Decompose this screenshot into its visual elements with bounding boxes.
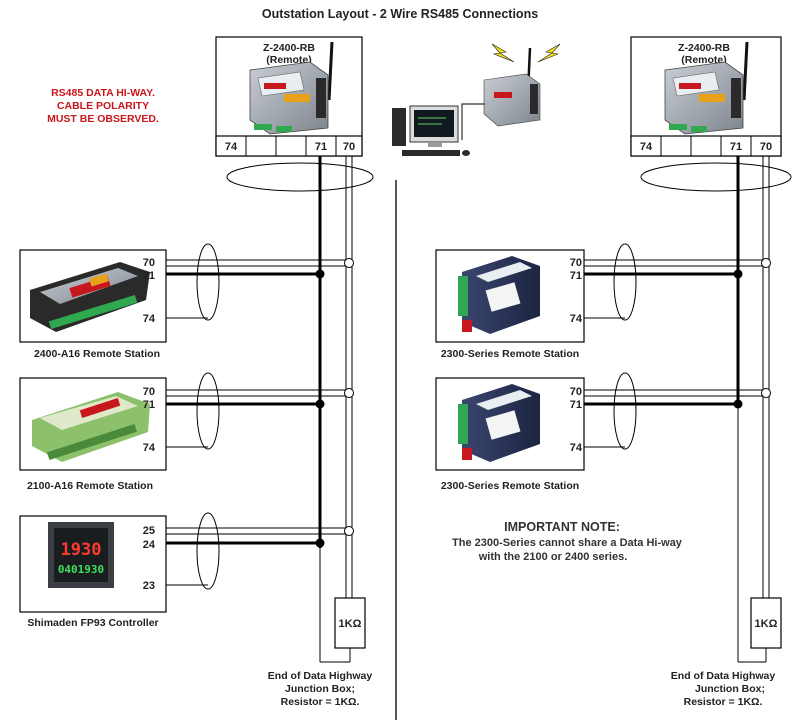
diagram-title: Outstation Layout - 2 Wire RS485 Connect…	[262, 7, 538, 21]
station-3-terminal-23: 23	[143, 580, 155, 592]
fp93-display-top: 1930	[61, 540, 102, 560]
pc-icon	[392, 105, 470, 156]
station-2-terminal-74: 74	[143, 442, 156, 454]
station-4-terminal-70: 70	[570, 257, 582, 269]
fp93-display-bottom: 0401930	[58, 563, 104, 576]
station-1-terminal-70: 70	[143, 257, 155, 269]
station-5-terminal-71: 71	[570, 399, 582, 411]
station-5-wiring	[584, 372, 771, 450]
station-1-terminal-74: 74	[143, 313, 156, 325]
station-2-terminal-71: 71	[143, 399, 155, 411]
master-left-terminal-74: 74	[225, 141, 238, 153]
z2400-device-image-right	[664, 41, 749, 135]
cable-twist-right-master	[640, 162, 792, 192]
station-3-wiring	[166, 512, 354, 590]
station-1-caption: 2400-A16 Remote Station	[34, 348, 160, 360]
end-label-right-1: End of Data Highway	[671, 670, 776, 682]
master-left-terminal-71: 71	[315, 141, 327, 153]
fp93-device-image: 1930 0401930	[48, 522, 114, 588]
2400-a16-device-image	[30, 262, 150, 332]
polarity-warning: RS485 DATA HI-WAY. CABLE POLARITY MUST B…	[47, 87, 159, 125]
warning-line-2: CABLE POLARITY	[57, 100, 149, 112]
bus-left	[318, 156, 353, 662]
2300-device-image-1	[458, 256, 540, 334]
master-left: Z-2400-RB (Remote) 74 71 70	[215, 36, 363, 157]
resistor-right-label: 1KΩ	[755, 618, 778, 630]
station-2300-series-1: 70 71 74 2300-Series Remote Station	[435, 249, 585, 360]
station-1-wiring	[166, 243, 354, 321]
station-2-terminal-70: 70	[143, 386, 155, 398]
station-4-caption: 2300-Series Remote Station	[441, 348, 579, 360]
station-2100-a16: 70 71 74 2100-A16 Remote Station	[19, 377, 167, 492]
station-5-terminal-74: 74	[570, 442, 583, 454]
resistor-left-label: 1KΩ	[339, 618, 362, 630]
z2400-device-image	[249, 41, 334, 135]
antenna-icon	[327, 41, 334, 101]
note-heading: IMPORTANT NOTE:	[504, 520, 620, 534]
cable-twist-left-master	[226, 162, 374, 192]
warning-line-1: RS485 DATA HI-WAY.	[51, 87, 155, 99]
station-4-wiring	[584, 243, 771, 321]
2100-a16-device-image	[32, 392, 150, 462]
station-1-terminal-71: 71	[143, 270, 155, 282]
station-4-terminal-74: 74	[570, 313, 583, 325]
station-3-terminal-25: 25	[143, 525, 155, 537]
end-label-left-3: Resistor = 1KΩ.	[281, 696, 360, 708]
bus-right	[736, 156, 770, 662]
station-2-caption: 2100-A16 Remote Station	[27, 480, 153, 492]
master-left-terminal-70: 70	[343, 141, 355, 153]
master-right-name: Z-2400-RB	[678, 42, 730, 54]
station-3-caption: Shimaden FP93 Controller	[27, 617, 158, 629]
end-label-left-1: End of Data Highway	[268, 670, 373, 682]
station-shimaden-fp93: 1930 0401930 25 24 23 Shimaden FP93 Cont…	[19, 515, 167, 629]
pc-wireless-group	[392, 43, 561, 156]
end-label-right-2: Junction Box;	[695, 683, 765, 695]
station-2-wiring	[166, 372, 354, 450]
antenna-icon-right	[742, 41, 749, 101]
station-5-terminal-70: 70	[570, 386, 582, 398]
station-2300-series-2: 70 71 74 2300-Series Remote Station	[435, 377, 585, 492]
note-line-2: with the 2100 or 2400 series.	[478, 551, 628, 563]
master-right-terminal-70: 70	[760, 141, 772, 153]
master-right: Z-2400-RB (Remote) 74 71 70	[630, 36, 782, 157]
important-note: IMPORTANT NOTE: The 2300-Series cannot s…	[452, 520, 683, 563]
center-gateway-image	[483, 47, 541, 127]
master-left-name: Z-2400-RB	[263, 42, 315, 54]
master-right-terminal-74: 74	[640, 141, 653, 153]
note-line-1: The 2300-Series cannot share a Data Hi-w…	[452, 537, 683, 549]
station-2400-a16: 70 71 74 2400-A16 Remote Station	[19, 249, 167, 360]
end-resistor-right: 1KΩ End of Data Highway Junction Box; Re…	[671, 597, 782, 708]
station-5-caption: 2300-Series Remote Station	[441, 480, 579, 492]
station-3-terminal-24: 24	[143, 539, 156, 551]
pc-to-gateway-cable	[461, 103, 485, 140]
wireless-signal-icon	[491, 43, 561, 63]
end-label-left-2: Junction Box;	[285, 683, 355, 695]
end-resistor-left: 1KΩ End of Data Highway Junction Box; Re…	[268, 597, 373, 708]
master-right-terminal-71: 71	[730, 141, 742, 153]
warning-line-3: MUST BE OBSERVED.	[47, 113, 159, 125]
end-label-right-3: Resistor = 1KΩ.	[684, 696, 763, 708]
station-4-terminal-71: 71	[570, 270, 582, 282]
2300-device-image-2	[458, 384, 540, 462]
